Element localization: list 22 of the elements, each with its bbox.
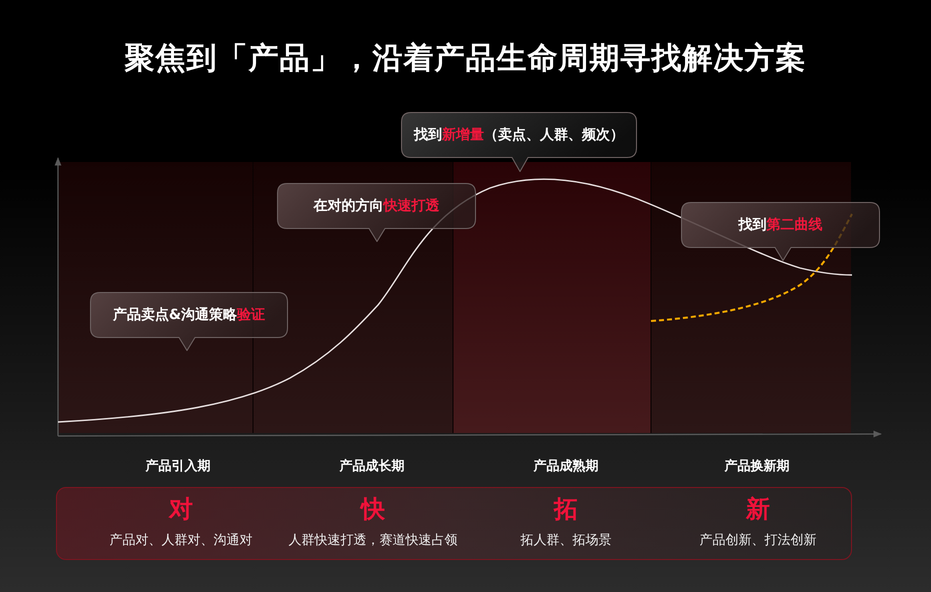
keyword: 拓 bbox=[554, 494, 578, 524]
keyword: 对 bbox=[169, 494, 193, 524]
phase-label: 产品成长期 bbox=[340, 458, 404, 476]
callout-text: 在对的方向快速打透 bbox=[314, 196, 440, 216]
callout-text: 找到第二曲线 bbox=[738, 216, 822, 235]
phase-label: 产品引入期 bbox=[146, 458, 210, 476]
speech-bubble bbox=[681, 202, 880, 261]
callout-text: 产品卖点&沟通策略验证 bbox=[112, 306, 266, 325]
keyword: 新 bbox=[746, 494, 770, 524]
callout-text: 找到新增量（卖点、人群、频次） bbox=[414, 126, 624, 145]
phase-label: 产品换新期 bbox=[724, 458, 790, 476]
summary-panel bbox=[56, 487, 852, 560]
speech-bubble bbox=[277, 183, 476, 242]
title: 聚焦到「产品」，沿着产品生命周期寻找解决方案 bbox=[124, 41, 806, 76]
description-text: 产品创新、打法创新 bbox=[700, 532, 816, 550]
speech-bubble bbox=[90, 292, 288, 351]
keyword: 快 bbox=[361, 494, 385, 524]
description-text: 拓人群、拓场景 bbox=[520, 532, 612, 550]
speech-bubble bbox=[401, 112, 637, 172]
description-text: 产品对、人群对、沟通对 bbox=[110, 532, 252, 550]
phase-label: 产品成熟期 bbox=[534, 458, 598, 476]
description-text: 人群快速打透，赛道快速占领 bbox=[288, 532, 458, 550]
